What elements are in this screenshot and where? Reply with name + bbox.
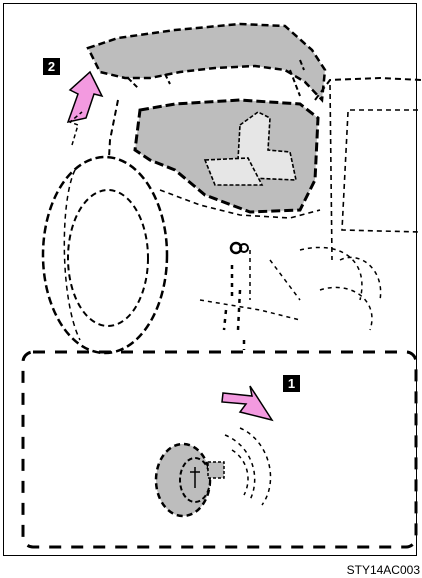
step-badge-2: 2: [43, 58, 60, 75]
figure-code: STY14AC003: [347, 563, 420, 577]
back-door-icon: [88, 24, 325, 100]
fuel-cap-icon: [156, 428, 271, 516]
arrow-icon: [68, 72, 102, 122]
detail-callout-box: [23, 352, 416, 547]
fuel-cap-small-icon: [231, 243, 248, 253]
step-badge-1: 1: [283, 375, 300, 392]
arrow-icon: [222, 386, 272, 420]
